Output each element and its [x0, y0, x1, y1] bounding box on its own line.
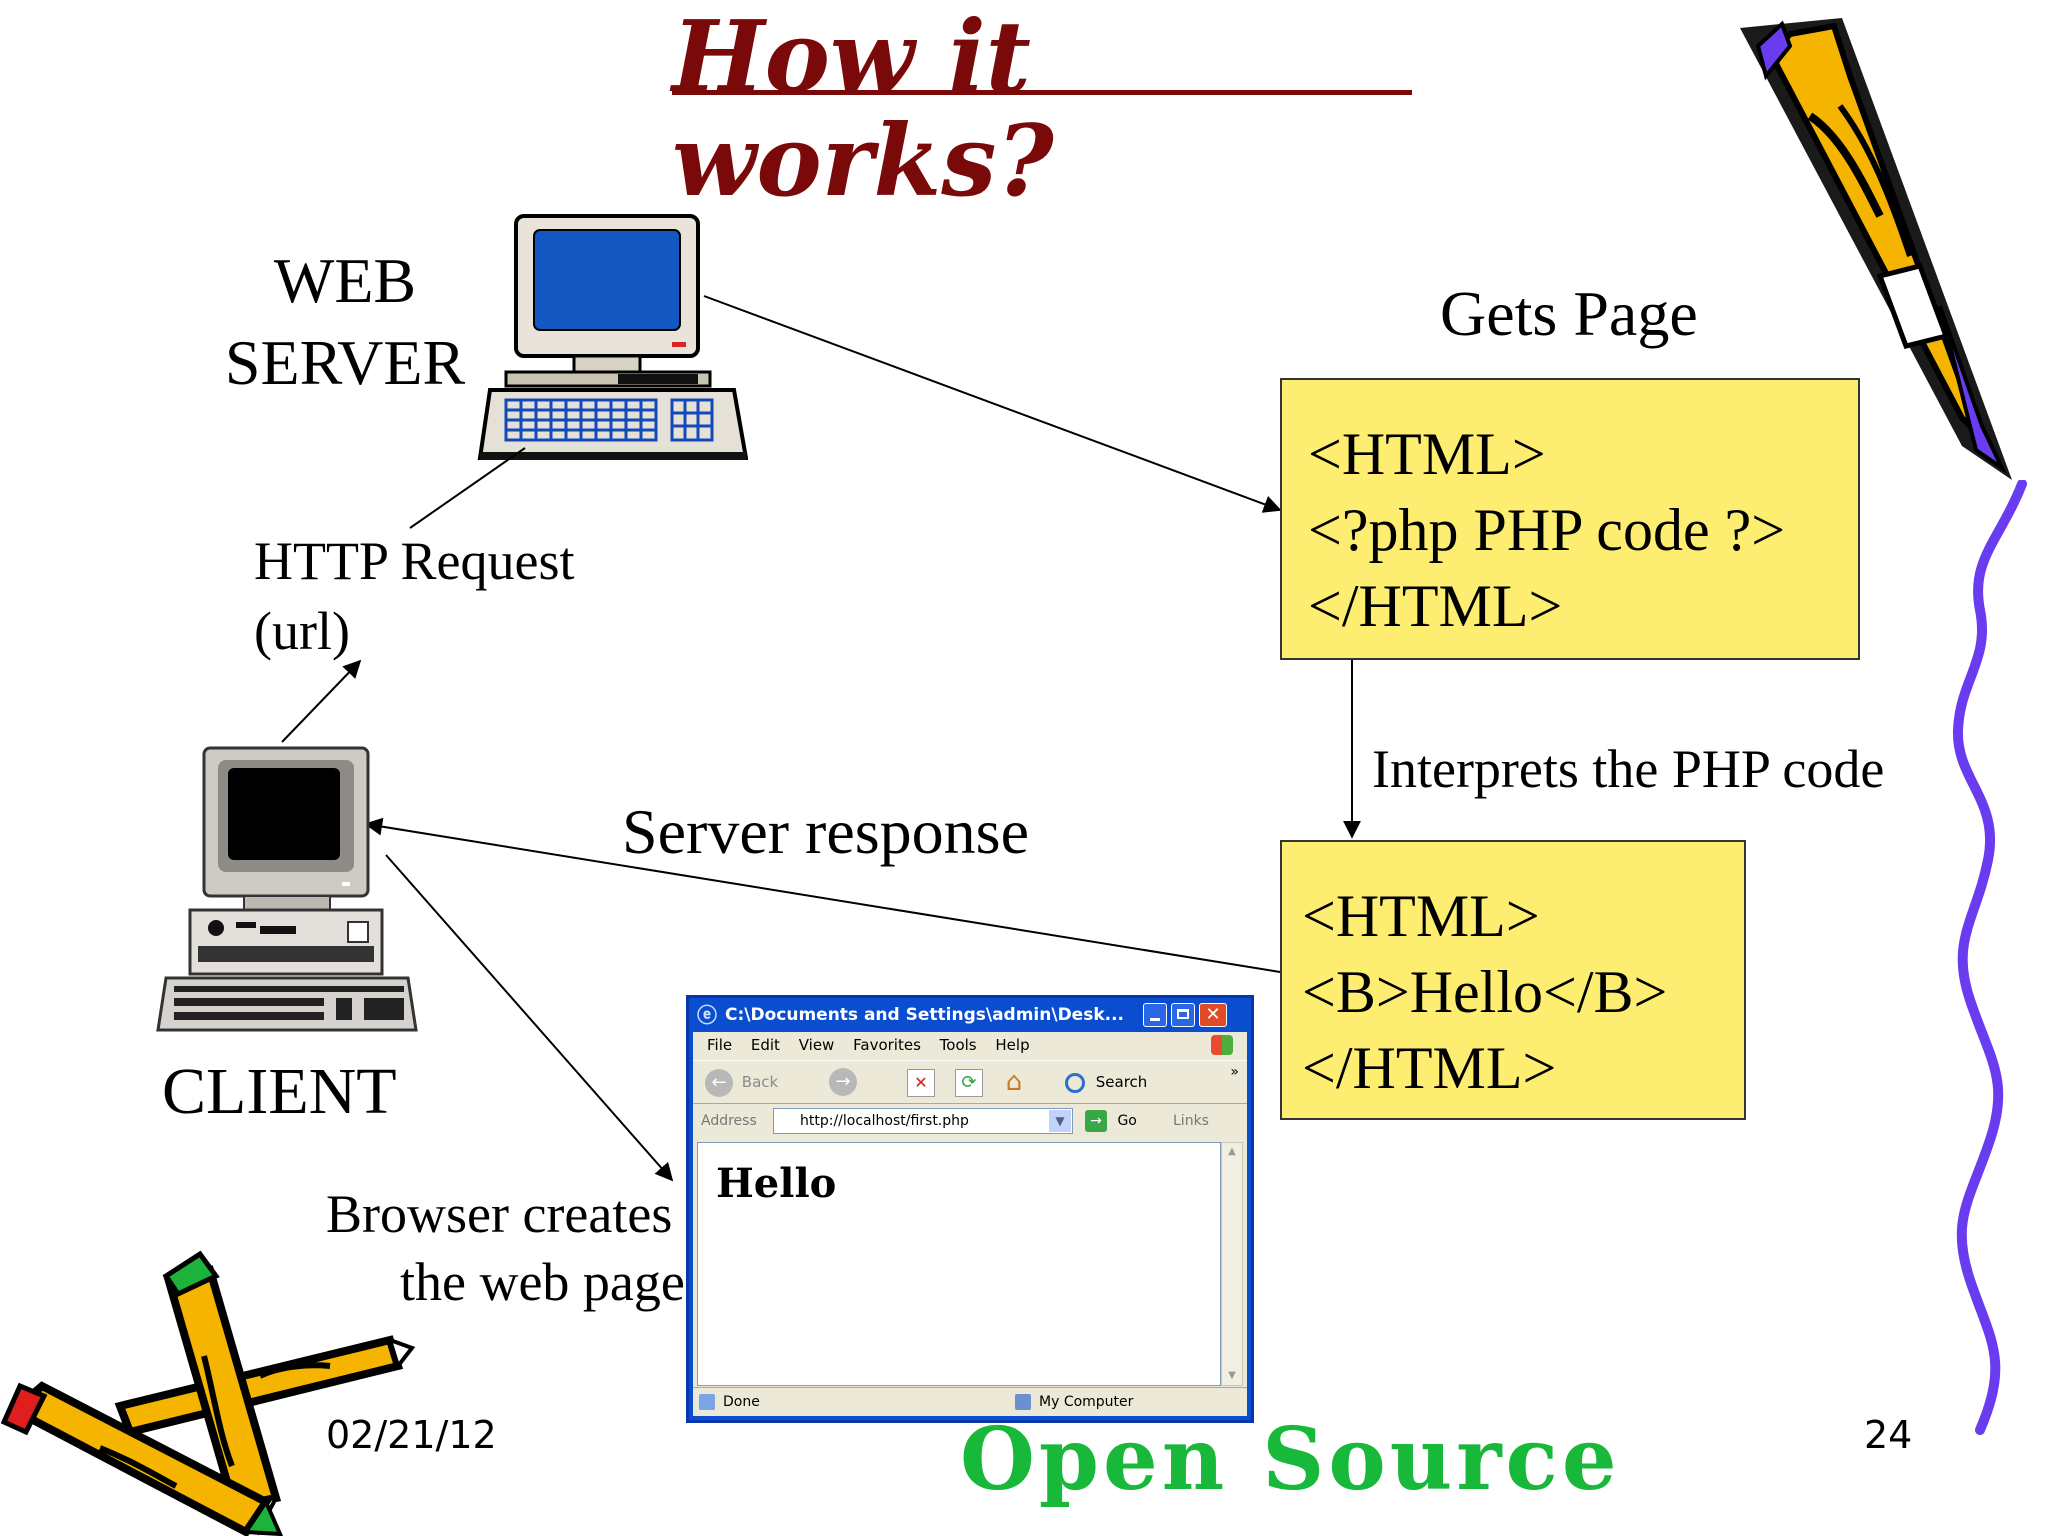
server-computer-icon: [477, 214, 748, 460]
address-bar: Address http://localhost/first.php ▼ → G…: [693, 1104, 1247, 1138]
home-icon[interactable]: ⌂: [1005, 1067, 1023, 1097]
browser-creates-line2: the web page: [400, 1252, 685, 1312]
go-label: Go: [1117, 1113, 1137, 1129]
menu-file[interactable]: File: [707, 1036, 733, 1054]
status-done: Done: [723, 1394, 760, 1410]
scroll-down-icon[interactable]: ▼: [1228, 1370, 1236, 1381]
stop-icon[interactable]: ✕: [907, 1069, 935, 1097]
maximize-button[interactable]: [1171, 1003, 1195, 1027]
go-arrow-icon: →: [1085, 1110, 1107, 1132]
squiggle-line: [1952, 480, 2027, 1435]
web-server-label-line1: WEB: [273, 245, 417, 316]
http-request-label: HTTP Request (url): [254, 526, 574, 666]
pencil-icon: [1740, 18, 2012, 480]
menu-help[interactable]: Help: [995, 1036, 1030, 1054]
source-code-line: <HTML>: [1308, 421, 1546, 487]
web-server-label-line2: SERVER: [224, 327, 466, 398]
menu-view[interactable]: View: [798, 1036, 835, 1054]
gets-page-label: Gets Page: [1440, 278, 1698, 349]
search-icon: [1065, 1072, 1085, 1093]
toolbar-overflow-icon[interactable]: »: [1230, 1064, 1239, 1080]
page-done-icon: [699, 1394, 715, 1410]
scroll-up-icon[interactable]: ▲: [1228, 1146, 1236, 1157]
search-label: Search: [1095, 1073, 1148, 1091]
browser-title: C:\Documents and Settings\admin\Desk...: [725, 1005, 1125, 1025]
go-button[interactable]: → Go: [1085, 1104, 1137, 1138]
output-code-line: <B>Hello</B>: [1302, 959, 1668, 1025]
menu-tools[interactable]: Tools: [939, 1036, 977, 1054]
ie-icon: ⓔ: [697, 1003, 717, 1027]
page-number: 24: [1864, 1413, 1913, 1457]
browser-page-content: Hello: [697, 1142, 1221, 1386]
browser-menu-bar: File Edit View Favorites Tools Help: [693, 1032, 1247, 1058]
search-button[interactable]: Search: [1065, 1061, 1147, 1103]
status-zone: My Computer: [1039, 1394, 1134, 1410]
back-button[interactable]: ← Back: [705, 1061, 778, 1103]
http-request-line2: (url): [254, 601, 350, 661]
browser-body: File Edit View Favorites Tools Help ← Ba…: [693, 1032, 1247, 1416]
back-label: Back: [741, 1073, 779, 1091]
menu-edit[interactable]: Edit: [750, 1036, 780, 1054]
source-code-box: <HTML> <?php PHP code ?> </HTML>: [1280, 378, 1860, 660]
browser-creates-label: Browser creates the web page: [326, 1180, 685, 1316]
output-code-box: <HTML> <B>Hello</B> </HTML>: [1280, 840, 1746, 1120]
browser-status-bar: Done My Computer: [693, 1387, 1247, 1416]
web-server-label: WEB SERVER: [200, 240, 490, 404]
title-underline: [672, 90, 1412, 95]
interprets-label: Interprets the PHP code: [1372, 739, 1885, 799]
arrow-client-to-request: [281, 659, 362, 743]
vertical-scrollbar[interactable]: ▲ ▼: [1221, 1142, 1243, 1386]
windows-logo-icon: [1211, 1035, 1233, 1055]
footer-date: 02/21/12: [326, 1413, 497, 1457]
close-button[interactable]: ✕: [1199, 1003, 1227, 1027]
my-computer-icon: [1015, 1394, 1031, 1410]
minimize-button[interactable]: [1143, 1003, 1167, 1027]
menu-favorites[interactable]: Favorites: [853, 1036, 921, 1054]
arrow-server-to-page: [703, 295, 1282, 513]
address-label: Address: [701, 1113, 757, 1129]
output-code-line: </HTML>: [1302, 1035, 1557, 1101]
address-input[interactable]: http://localhost/first.php: [773, 1108, 1073, 1134]
title-line-2: works?: [672, 104, 1054, 219]
forward-button[interactable]: →: [829, 1068, 857, 1096]
crossed-pencils-icon: [0, 1250, 416, 1536]
browser-creates-line1: Browser creates: [326, 1184, 673, 1244]
address-dropdown-icon[interactable]: ▼: [1049, 1110, 1071, 1132]
server-response-label: Server response: [622, 796, 1029, 867]
http-request-line: [409, 447, 526, 529]
back-arrow-icon: ←: [705, 1068, 733, 1097]
output-code-line: <HTML>: [1302, 883, 1540, 949]
client-computer-icon: [156, 746, 418, 1032]
links-label[interactable]: Links: [1173, 1113, 1209, 1129]
page-hello-text: Hello: [716, 1160, 837, 1207]
browser-toolbar: ← Back → ✕ ⟳ ⌂ Search »: [693, 1060, 1247, 1104]
http-request-line1: HTTP Request: [254, 531, 575, 591]
browser-window: ⓔ C:\Documents and Settings\admin\Desk..…: [686, 995, 1254, 1423]
client-label: CLIENT: [162, 1055, 397, 1128]
source-code-line: </HTML>: [1308, 573, 1563, 639]
arrow-response-to-client: [364, 817, 1281, 973]
address-value: http://localhost/first.php: [800, 1113, 969, 1129]
footer-brand: Open Source: [960, 1409, 1621, 1510]
arrow-client-to-browser: [385, 854, 674, 1182]
source-code-line: <?php PHP code ?>: [1308, 497, 1786, 563]
refresh-icon[interactable]: ⟳: [955, 1069, 983, 1097]
browser-title-bar: ⓔ C:\Documents and Settings\admin\Desk..…: [689, 998, 1251, 1032]
